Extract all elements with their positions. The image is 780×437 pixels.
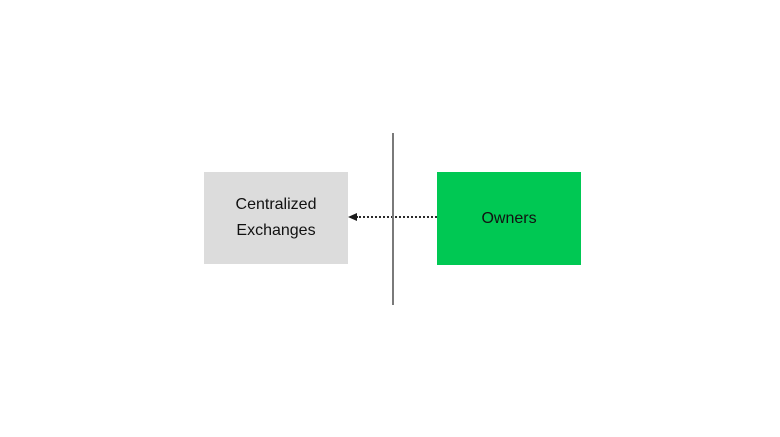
arrow-line-owners-to-centralized-exchanges — [356, 216, 437, 218]
node-owners-label: Owners — [481, 209, 537, 227]
arrowhead-left-icon — [348, 213, 357, 221]
node-owners: Owners — [437, 172, 581, 265]
node-centralized-exchanges: Centralized Exchanges — [204, 172, 348, 264]
vertical-divider-line — [392, 133, 394, 305]
node-centralized-exchanges-label: Centralized Exchanges — [235, 196, 317, 239]
